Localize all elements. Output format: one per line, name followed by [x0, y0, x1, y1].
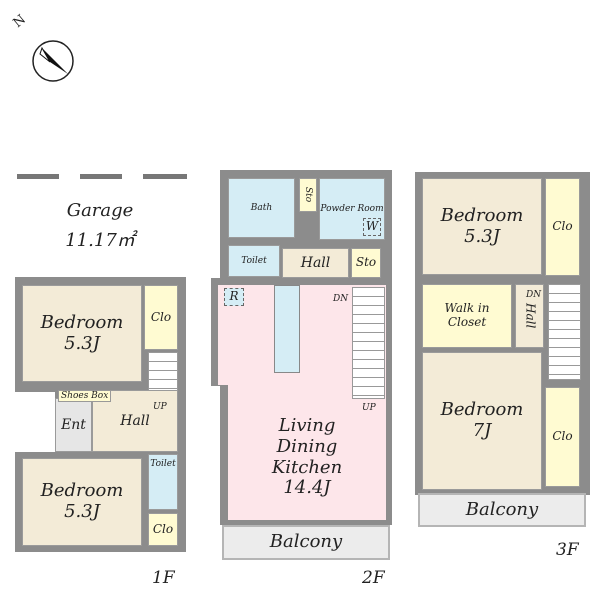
entrance-opening [15, 392, 55, 452]
room-entrance: Ent [55, 398, 92, 452]
room-label: Bedroom [440, 204, 524, 226]
garage-boundary [143, 174, 187, 179]
stairs-down-label: DN [333, 294, 349, 304]
room-toilet: Toilet [228, 245, 280, 277]
room-label: Dining [276, 435, 338, 457]
balcony: Balcony [418, 493, 586, 527]
stairs-up-label: UP [153, 402, 167, 412]
room-label: Bedroom [440, 399, 524, 421]
room-closet: Clo [148, 513, 178, 546]
room-hall: Hall [92, 390, 178, 452]
north-arrow-icon [28, 36, 78, 86]
room-size: 7J [472, 420, 492, 441]
staircase [352, 287, 385, 399]
staircase [548, 284, 581, 380]
garage-boundary [17, 174, 59, 179]
room-closet: Clo [545, 387, 580, 487]
room-label: Bedroom [40, 311, 124, 333]
kitchen-counter [274, 285, 300, 373]
garage-boundary [80, 174, 122, 179]
garage-area: 11.17㎡ [65, 230, 135, 251]
room-size: 5.3J [64, 332, 100, 354]
shoes-box: Shoes Box [58, 390, 112, 402]
room-label: Living [278, 415, 336, 437]
floor-label-1f: 1F [152, 568, 175, 588]
compass-label: N [10, 12, 29, 31]
refrigerator-space: R [224, 288, 244, 306]
room-powder: Powder Room [319, 178, 385, 240]
room-size: 5.3J [464, 225, 500, 247]
room-label: Hall [120, 412, 150, 429]
room-hall: Hall [282, 248, 349, 278]
balcony: Balcony [222, 525, 390, 560]
room-bath: Bath [228, 178, 295, 238]
room-toilet: Toilet [148, 454, 178, 510]
room-closet: Clo [545, 178, 580, 276]
room-walk-in-closet: Walk in Closet [422, 284, 512, 348]
washer-space: W [363, 218, 381, 236]
floor-label-3f: 3F [556, 540, 579, 560]
room-closet: Clo [144, 285, 178, 350]
room-hall: Hall [515, 284, 544, 348]
room-storage: Sto [351, 248, 381, 278]
floor-label-2f: 2F [362, 568, 385, 588]
room-size: 5.3J [64, 501, 100, 522]
stairs-up-label: UP [362, 403, 376, 413]
room-storage: Sto [299, 178, 317, 212]
room-size: 14.4J [283, 477, 331, 499]
room-label: Kitchen [271, 456, 343, 478]
stairs-down-label: DN [526, 290, 542, 300]
room-label: Bedroom [40, 480, 124, 502]
garage-name: Garage [66, 200, 134, 221]
